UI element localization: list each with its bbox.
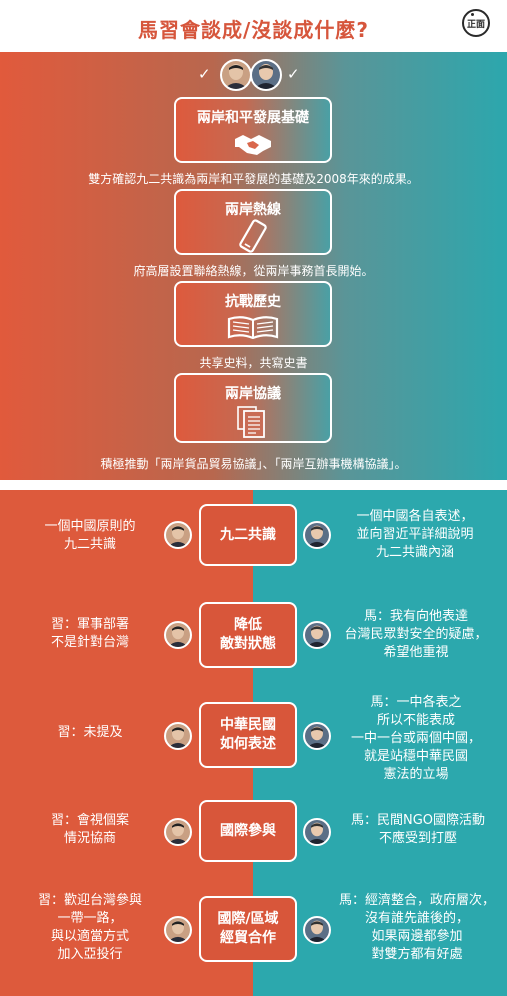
xi-line: 情況協商	[63, 831, 116, 846]
handshake-icon	[235, 135, 271, 155]
topic-box: 中華民國如何表述	[199, 702, 297, 768]
xi-statement: 習：軍事部署 不是針對台灣	[20, 616, 160, 652]
phone-icon	[239, 219, 267, 253]
ma-statement: 馬：一中各表之 所以不能表成 一中一台或兩個中國， 就是站穩中華民國 憲法的立場	[342, 694, 490, 784]
ma-line: 九二共識內涵	[375, 545, 454, 560]
ma-statement: 馬：民間NGO國際活動 不應受到打壓	[340, 812, 496, 848]
agreement-title: 兩岸和平發展基礎	[197, 110, 309, 126]
xi-line: 加入亞投行	[57, 947, 123, 962]
topic-box: 國際參與	[199, 800, 297, 862]
ma-line: 馬：經濟整合，政府層次，	[338, 893, 495, 908]
ma-line: 馬：民間NGO國際活動	[350, 813, 486, 828]
ma-line: 並向習近平詳細說明	[356, 527, 474, 542]
xi-avatar	[220, 59, 252, 91]
topic-line: 經貿合作	[220, 930, 276, 946]
topic-line: 國際參與	[220, 822, 276, 839]
xi-line: 一個中國原則的	[44, 519, 136, 534]
xi-face	[164, 916, 192, 944]
agreement-card-agreements: 兩岸協議	[174, 373, 332, 443]
ma-line: 對雙方都有好處	[371, 947, 463, 962]
ma-line: 希望他重視	[383, 645, 449, 660]
documents-icon	[237, 406, 265, 438]
ma-line: 如果兩邊都參加	[371, 929, 463, 944]
ma-line: 馬：我有向他表達	[363, 609, 468, 624]
topic-box: 九二共識	[199, 504, 297, 566]
ma-face	[303, 521, 331, 549]
xi-line: 習：歡迎台灣參與	[37, 893, 142, 908]
agreement-desc: 積極推動「兩岸貨品貿易協議」、「兩岸互辦事機構協議」。	[100, 457, 407, 471]
topic-row: 習：未提及 中華民國如何表述 馬：一中各表之 所以不能表成 一中一台或兩個中國，…	[0, 695, 507, 782]
ma-face	[303, 916, 331, 944]
check-icon: ✓	[287, 65, 300, 83]
ma-face	[303, 722, 331, 750]
xi-line: 一帶一路，	[57, 911, 123, 926]
ma-face	[303, 818, 331, 846]
xi-statement: 一個中國原則的 九二共識	[20, 518, 160, 554]
topic-box: 降低敵對狀態	[199, 602, 297, 668]
topic-row: 一個中國原則的 九二共識 九二共識 一個中國各自表述， 並向習近平詳細說明 九二…	[0, 504, 507, 566]
xi-face	[164, 818, 192, 846]
brand-logo: 正面	[462, 9, 490, 37]
page-title: 馬習會談成/沒談成什麼?	[138, 18, 369, 42]
ma-avatar	[250, 59, 282, 91]
ma-line: 一個中國各自表述，	[356, 509, 474, 524]
ma-statement: 馬：我有向他表達 台灣民眾對安全的疑慮， 希望他重視	[338, 608, 494, 662]
xi-line: 九二共識	[63, 537, 116, 552]
check-icon: ✓	[198, 65, 211, 83]
book-icon	[227, 316, 279, 339]
agreement-desc: 雙方確認九二共識為兩岸和平發展的基礎及2008年來的成果。	[88, 172, 419, 186]
agreement-title: 兩岸熱線	[225, 202, 281, 218]
xi-face	[164, 621, 192, 649]
xi-statement: 習：未提及	[20, 724, 160, 742]
leaders-avatars: ✓ ✓	[0, 59, 507, 91]
logo-dot	[471, 13, 474, 16]
ma-line: 憲法的立場	[383, 767, 449, 782]
xi-line: 習：軍事部署	[50, 617, 129, 632]
agreement-card-peace-basis: 兩岸和平發展基礎	[174, 97, 332, 163]
ma-line: 馬：一中各表之	[370, 695, 462, 710]
logo-text: 正面	[466, 19, 485, 30]
agreement-card-history: 抗戰歷史	[174, 281, 332, 347]
ma-line: 所以不能表成	[376, 713, 455, 728]
ma-line: 沒有誰先誰後的，	[364, 911, 469, 926]
topic-line: 中華民國	[220, 717, 276, 733]
header: 馬習會談成/沒談成什麼? 正面	[0, 0, 507, 52]
topic-line: 敵對狀態	[220, 636, 276, 652]
xi-statement: 習：歡迎台灣參與 一帶一路， 與以適當方式 加入亞投行	[16, 892, 164, 964]
ma-statement: 馬：經濟整合，政府層次， 沒有誰先誰後的， 如果兩邊都參加 對雙方都有好處	[336, 892, 498, 964]
ma-face	[303, 621, 331, 649]
ma-statement: 一個中國各自表述， 並向習近平詳細說明 九二共識內涵	[340, 508, 490, 562]
agreement-title: 兩岸協議	[225, 386, 281, 402]
ma-line: 台灣民眾對安全的疑慮，	[344, 627, 488, 642]
topic-row: 習：會視個案 情況協商 國際參與 馬：民間NGO國際活動 不應受到打壓	[0, 800, 507, 862]
ma-line: 不應受到打壓	[378, 831, 457, 846]
xi-statement: 習：會視個案 情況協商	[20, 812, 160, 848]
topic-row: 習：歡迎台灣參與 一帶一路， 與以適當方式 加入亞投行 國際/區域經貿合作 馬：…	[0, 893, 507, 962]
xi-line: 習：會視個案	[50, 813, 129, 828]
topic-line: 國際/區域	[217, 911, 279, 927]
agreement-desc: 府高層設置聯絡熱線，從兩岸事務首長開始。	[133, 264, 374, 278]
ma-line: 就是站穩中華民國	[363, 749, 468, 764]
ma-line: 一中一台或兩個中國，	[350, 731, 481, 746]
xi-face	[164, 722, 192, 750]
agreement-desc: 共享史料，共寫史書	[199, 356, 308, 370]
topic-box: 國際/區域經貿合作	[199, 896, 297, 962]
xi-line: 與以適當方式	[50, 929, 129, 944]
section-divider	[0, 480, 507, 490]
topic-line: 九二共識	[220, 526, 276, 543]
comparison-section: 一個中國原則的 九二共識 九二共識 一個中國各自表述， 並向習近平詳細說明 九二…	[0, 490, 507, 996]
xi-face	[164, 521, 192, 549]
topic-line: 降低	[234, 617, 262, 633]
xi-line: 不是針對台灣	[50, 635, 129, 650]
xi-line: 習：未提及	[57, 725, 123, 740]
agreement-title: 抗戰歷史	[225, 294, 281, 310]
topic-row: 習：軍事部署 不是針對台灣 降低敵對狀態 馬：我有向他表達 台灣民眾對安全的疑慮…	[0, 602, 507, 668]
agreement-card-hotline: 兩岸熱線	[174, 189, 332, 255]
topic-line: 如何表述	[220, 736, 276, 752]
